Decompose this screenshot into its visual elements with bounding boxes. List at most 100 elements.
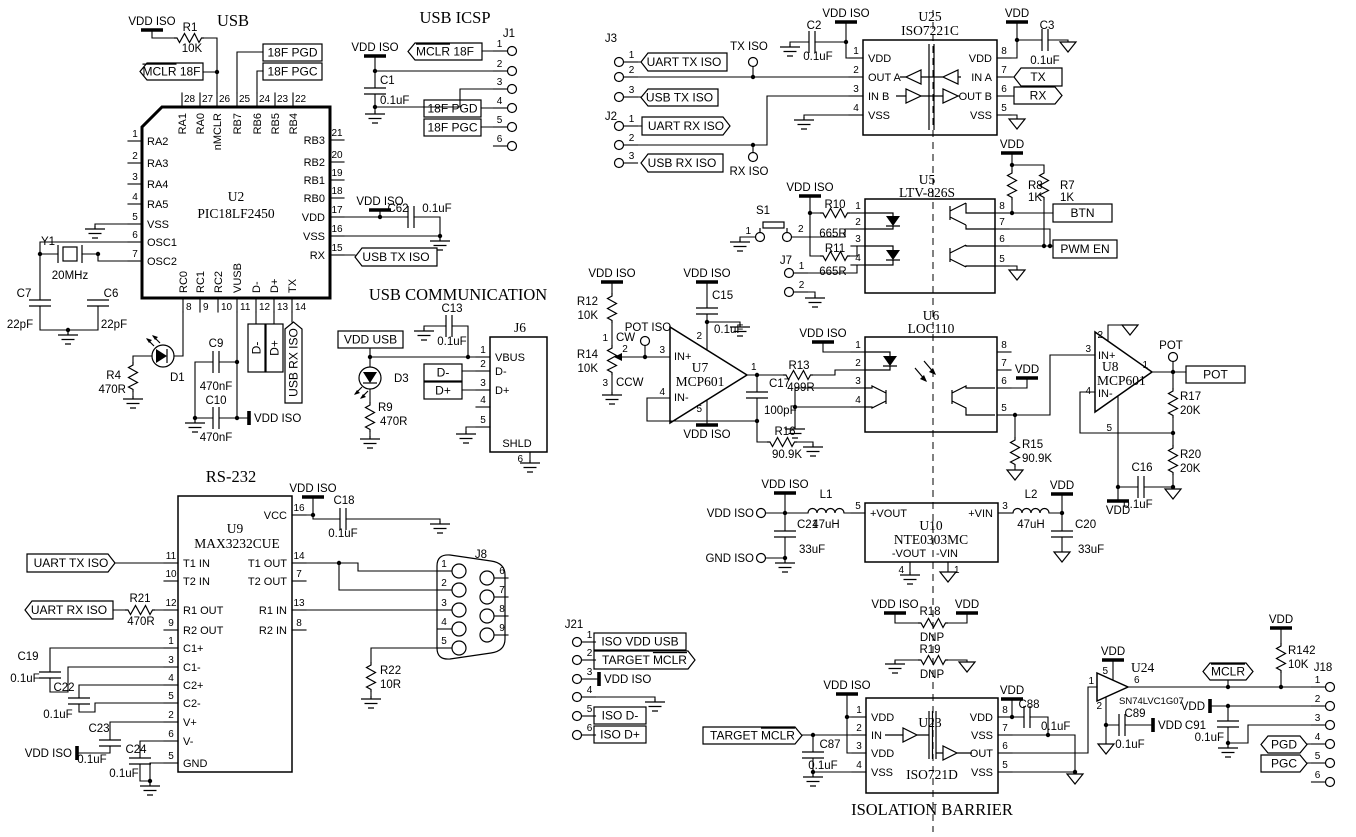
C1-capacitor	[363, 87, 387, 95]
c87-ref: C87	[819, 739, 840, 751]
J8-pin-6: 6	[499, 566, 505, 577]
U9-pin-name: T1 OUT	[248, 558, 287, 570]
r7-val: 1K	[1060, 192, 1074, 204]
r12-val: 10K	[578, 310, 599, 322]
s1-ref: S1	[756, 205, 770, 217]
vdd-usb-netflag: VDD USB	[337, 330, 404, 349]
U25-pin-name: OUT B	[959, 91, 992, 103]
ground	[364, 110, 386, 124]
18f-pgd-1-label: 18F PGD	[267, 46, 317, 60]
U7-opamp-triangle	[669, 325, 749, 425]
vdd-iso-testpoint	[755, 507, 767, 519]
rx-flag-label: RX	[1030, 89, 1047, 103]
target-mclr-2-label: TARGET MCLR	[710, 729, 795, 743]
vdd-c20-label: VDD	[1050, 480, 1074, 492]
C9-capacitor	[212, 350, 220, 374]
r22-val: 10R	[380, 679, 401, 691]
r9-ref: R9	[378, 402, 393, 414]
c22-val: 0.1uF	[43, 709, 72, 721]
u8-inplus: IN+	[1098, 350, 1115, 362]
U2-pin-num: 24	[259, 94, 271, 105]
U23-internal	[885, 711, 972, 761]
u24-pin6: 6	[1134, 675, 1140, 686]
U23-ref: U23	[918, 715, 941, 730]
c10-ref: C10	[205, 395, 226, 407]
D1-led	[146, 335, 175, 368]
junction-dot	[367, 354, 373, 360]
J8-pin-2: 2	[441, 578, 447, 589]
R22-resistor	[365, 661, 377, 693]
ground-triangle	[1008, 269, 1026, 281]
C20-capacitor	[1050, 530, 1074, 538]
vddiso-r18-power: VDD ISO	[871, 599, 919, 615]
U5-pin-num: 4	[855, 253, 861, 264]
vdd-r18-label: VDD	[955, 599, 979, 611]
U23-pin-name: VSS	[971, 767, 993, 779]
r13-val: 499R	[787, 382, 815, 394]
r1-val: 10K	[182, 43, 203, 55]
U2-pin-num: 20	[331, 150, 343, 161]
u8-part: MCP601	[1097, 373, 1146, 388]
J8-pin-5: 5	[441, 636, 447, 647]
U23-pin-num: 7	[1002, 723, 1008, 734]
U6-pin-num: 2	[855, 358, 861, 369]
u7-pin2: 2	[696, 331, 702, 342]
mclr-18f-1-label: MCLR 18F	[142, 65, 200, 79]
junction-dot	[754, 418, 760, 424]
r11-val: 665R	[819, 266, 847, 278]
U23-pin-name: VSS	[971, 730, 993, 742]
c91-val: 0.1uF	[1195, 732, 1224, 744]
U5-part: LTV-826S	[899, 185, 955, 200]
U2-pin-name: RA5	[147, 199, 168, 211]
U9-pin-name: C2-	[183, 698, 201, 710]
C22-capacitor	[67, 697, 91, 705]
iso-d-minus-netflag: ISO D-	[593, 706, 647, 725]
U9-pin-num: 12	[165, 598, 177, 609]
vddiso-c15-power: VDD ISO	[683, 268, 731, 284]
ground-triangle	[1164, 488, 1182, 500]
C2-capacitor	[808, 30, 816, 54]
vddiso-c62-label: VDD ISO	[356, 196, 403, 208]
ground-triangle	[1008, 118, 1026, 130]
u7-part: MCP601	[676, 374, 725, 389]
d-plus-vert-label: D+	[268, 340, 282, 356]
junction-dot	[1225, 684, 1231, 690]
target-mclr-1-label: TARGET MCLR	[602, 653, 687, 667]
J3-pin-3: 3	[629, 85, 635, 96]
pot-iso-testpoint	[639, 335, 651, 347]
junction-dot	[377, 214, 383, 220]
U2-pin-name: D+	[269, 279, 281, 293]
U25-pin-num: 2	[853, 65, 859, 76]
vddiso-c21-power: VDD ISO	[761, 479, 809, 495]
u8-pin4: 4	[1085, 386, 1091, 397]
U2-pin-num: 21	[331, 128, 343, 139]
u24-ref: U24	[1131, 660, 1154, 675]
junction-dot	[1041, 243, 1047, 249]
c18-ref: C18	[333, 495, 354, 507]
l2-val: 47uH	[1017, 519, 1045, 531]
c15-ref: C15	[712, 290, 733, 302]
U2-pin-name: RB7	[232, 113, 244, 134]
c2-val: 0.1uF	[803, 51, 832, 63]
U2-pin-num: 26	[219, 94, 231, 105]
U25-pin-name: VDD	[868, 53, 891, 65]
c19-ref: C19	[17, 651, 38, 663]
r16-val: 90.9K	[772, 449, 802, 461]
vdd-c16-label: VDD	[1106, 505, 1130, 517]
uart-rx-iso-2-netflag: UART RX ISO	[641, 116, 731, 136]
R20-resistor	[1167, 444, 1179, 476]
vddiso-c21-label: VDD ISO	[761, 479, 808, 491]
r17-val: 20K	[1180, 405, 1201, 417]
c3-val: 0.1uF	[1030, 55, 1059, 67]
r14-ccw: CCW	[616, 377, 644, 389]
c88-ref: C88	[1018, 699, 1039, 711]
vddiso-u7-label: VDD ISO	[683, 429, 730, 441]
U2-pin-num: 5	[132, 212, 138, 223]
U9-pin-num: 6	[168, 729, 174, 740]
txiso-label: TX ISO	[730, 41, 768, 53]
C21-capacitor	[773, 530, 797, 538]
u24-pin1: 1	[1088, 676, 1094, 687]
J8-db9-outline	[436, 554, 506, 660]
r20-ref: R20	[1180, 449, 1201, 461]
